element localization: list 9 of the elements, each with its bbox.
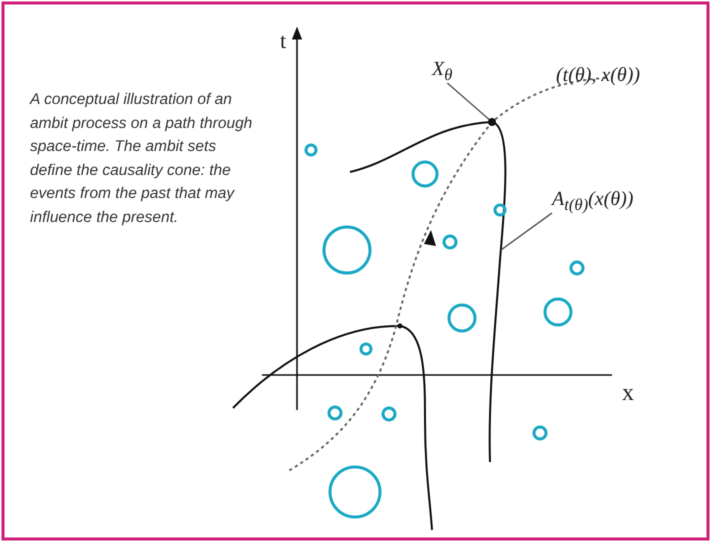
axis-label: x bbox=[622, 380, 634, 407]
ambit-set-boundary bbox=[350, 121, 506, 462]
leader-line bbox=[500, 212, 552, 251]
axis-label: t bbox=[280, 28, 286, 54]
caption: A conceptual illustration of an ambit process on a path through space-time. The ambit sets define the causality cone: the events from the past that may influence the present. bbox=[30, 90, 254, 228]
point-label: X$_{θ}$ bbox=[432, 58, 452, 85]
region-label: A$_{t(θ)}$(x(θ)) bbox=[552, 188, 634, 215]
point-marker bbox=[488, 118, 496, 126]
curve-label: (t(θ), x(θ)) bbox=[556, 64, 640, 87]
